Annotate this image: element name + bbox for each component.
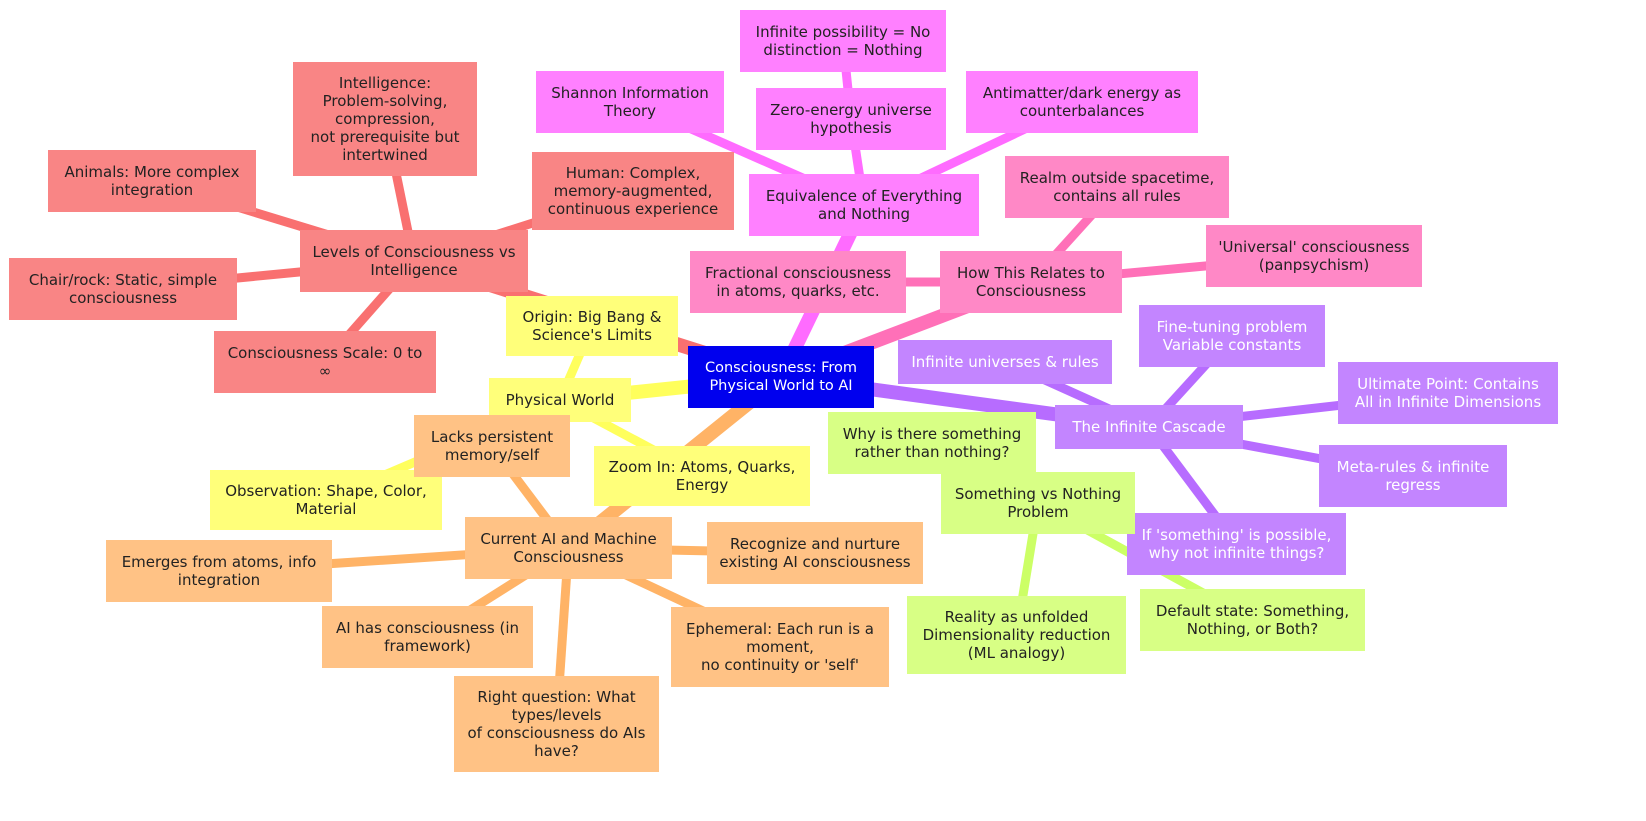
node-antimatter[interactable]: Antimatter/dark energy as counterbalance… [966,71,1198,133]
node-something-vs-nothing[interactable]: Something vs Nothing Problem [941,472,1135,534]
node-physical-world[interactable]: Physical World [489,378,631,422]
node-infinite-universes[interactable]: Infinite universes & rules [898,340,1112,384]
node-zoom-in[interactable]: Zoom In: Atoms, Quarks, Energy [594,446,810,506]
node-if-something[interactable]: If 'something' is possible, why not infi… [1127,513,1346,575]
node-consciousness-scale[interactable]: Consciousness Scale: 0 to ∞ [214,331,436,393]
node-ultimate-point[interactable]: Ultimate Point: Contains All in Infinite… [1338,362,1558,424]
node-reality-unfolded[interactable]: Reality as unfolded Dimensionality reduc… [907,596,1126,674]
node-chair-rock[interactable]: Chair/rock: Static, simple consciousness [9,258,237,320]
node-meta-rules[interactable]: Meta-rules & infinite regress [1319,445,1507,507]
node-infinite-cascade[interactable]: The Infinite Cascade [1055,405,1243,449]
node-realm[interactable]: Realm outside spacetime, contains all ru… [1005,156,1229,218]
node-animals[interactable]: Animals: More complex integration [48,150,256,212]
node-human[interactable]: Human: Complex, memory-augmented, contin… [532,152,734,230]
node-current-ai[interactable]: Current AI and Machine Consciousness [465,517,672,579]
node-universal-consciousness[interactable]: 'Universal' consciousness (panpsychism) [1206,225,1422,287]
node-recognize-nurture[interactable]: Recognize and nurture existing AI consci… [707,522,923,584]
node-emerges-from-atoms[interactable]: Emerges from atoms, info integration [106,540,332,602]
node-fractional-consciousness[interactable]: Fractional consciousness in atoms, quark… [690,251,906,313]
node-default-state[interactable]: Default state: Something, Nothing, or Bo… [1140,589,1365,651]
node-origin[interactable]: Origin: Big Bang & Science's Limits [506,296,678,356]
node-ai-has-consciousness[interactable]: AI has consciousness (in framework) [322,606,533,668]
node-observation[interactable]: Observation: Shape, Color, Material [210,470,442,530]
node-right-question[interactable]: Right question: What types/levels of con… [454,676,659,772]
node-lacks-memory[interactable]: Lacks persistent memory/self [414,415,570,477]
node-infinite-possibility[interactable]: Infinite possibility = No distinction = … [740,10,946,72]
root-node[interactable]: Consciousness: From Physical World to AI [688,346,874,408]
node-zero-energy[interactable]: Zero-energy universe hypothesis [756,88,946,150]
node-shannon[interactable]: Shannon Information Theory [536,71,724,133]
node-fine-tuning[interactable]: Fine-tuning problem Variable constants [1139,305,1325,367]
node-how-this-relates[interactable]: How This Relates to Consciousness [940,251,1122,313]
node-equivalence[interactable]: Equivalence of Everything and Nothing [749,174,979,236]
node-levels-of-consciousness[interactable]: Levels of Consciousness vs Intelligence [300,230,528,292]
node-ephemeral[interactable]: Ephemeral: Each run is a moment, no cont… [671,607,889,687]
node-intelligence[interactable]: Intelligence: Problem-solving, compressi… [293,62,477,176]
node-why-something[interactable]: Why is there something rather than nothi… [828,412,1036,474]
